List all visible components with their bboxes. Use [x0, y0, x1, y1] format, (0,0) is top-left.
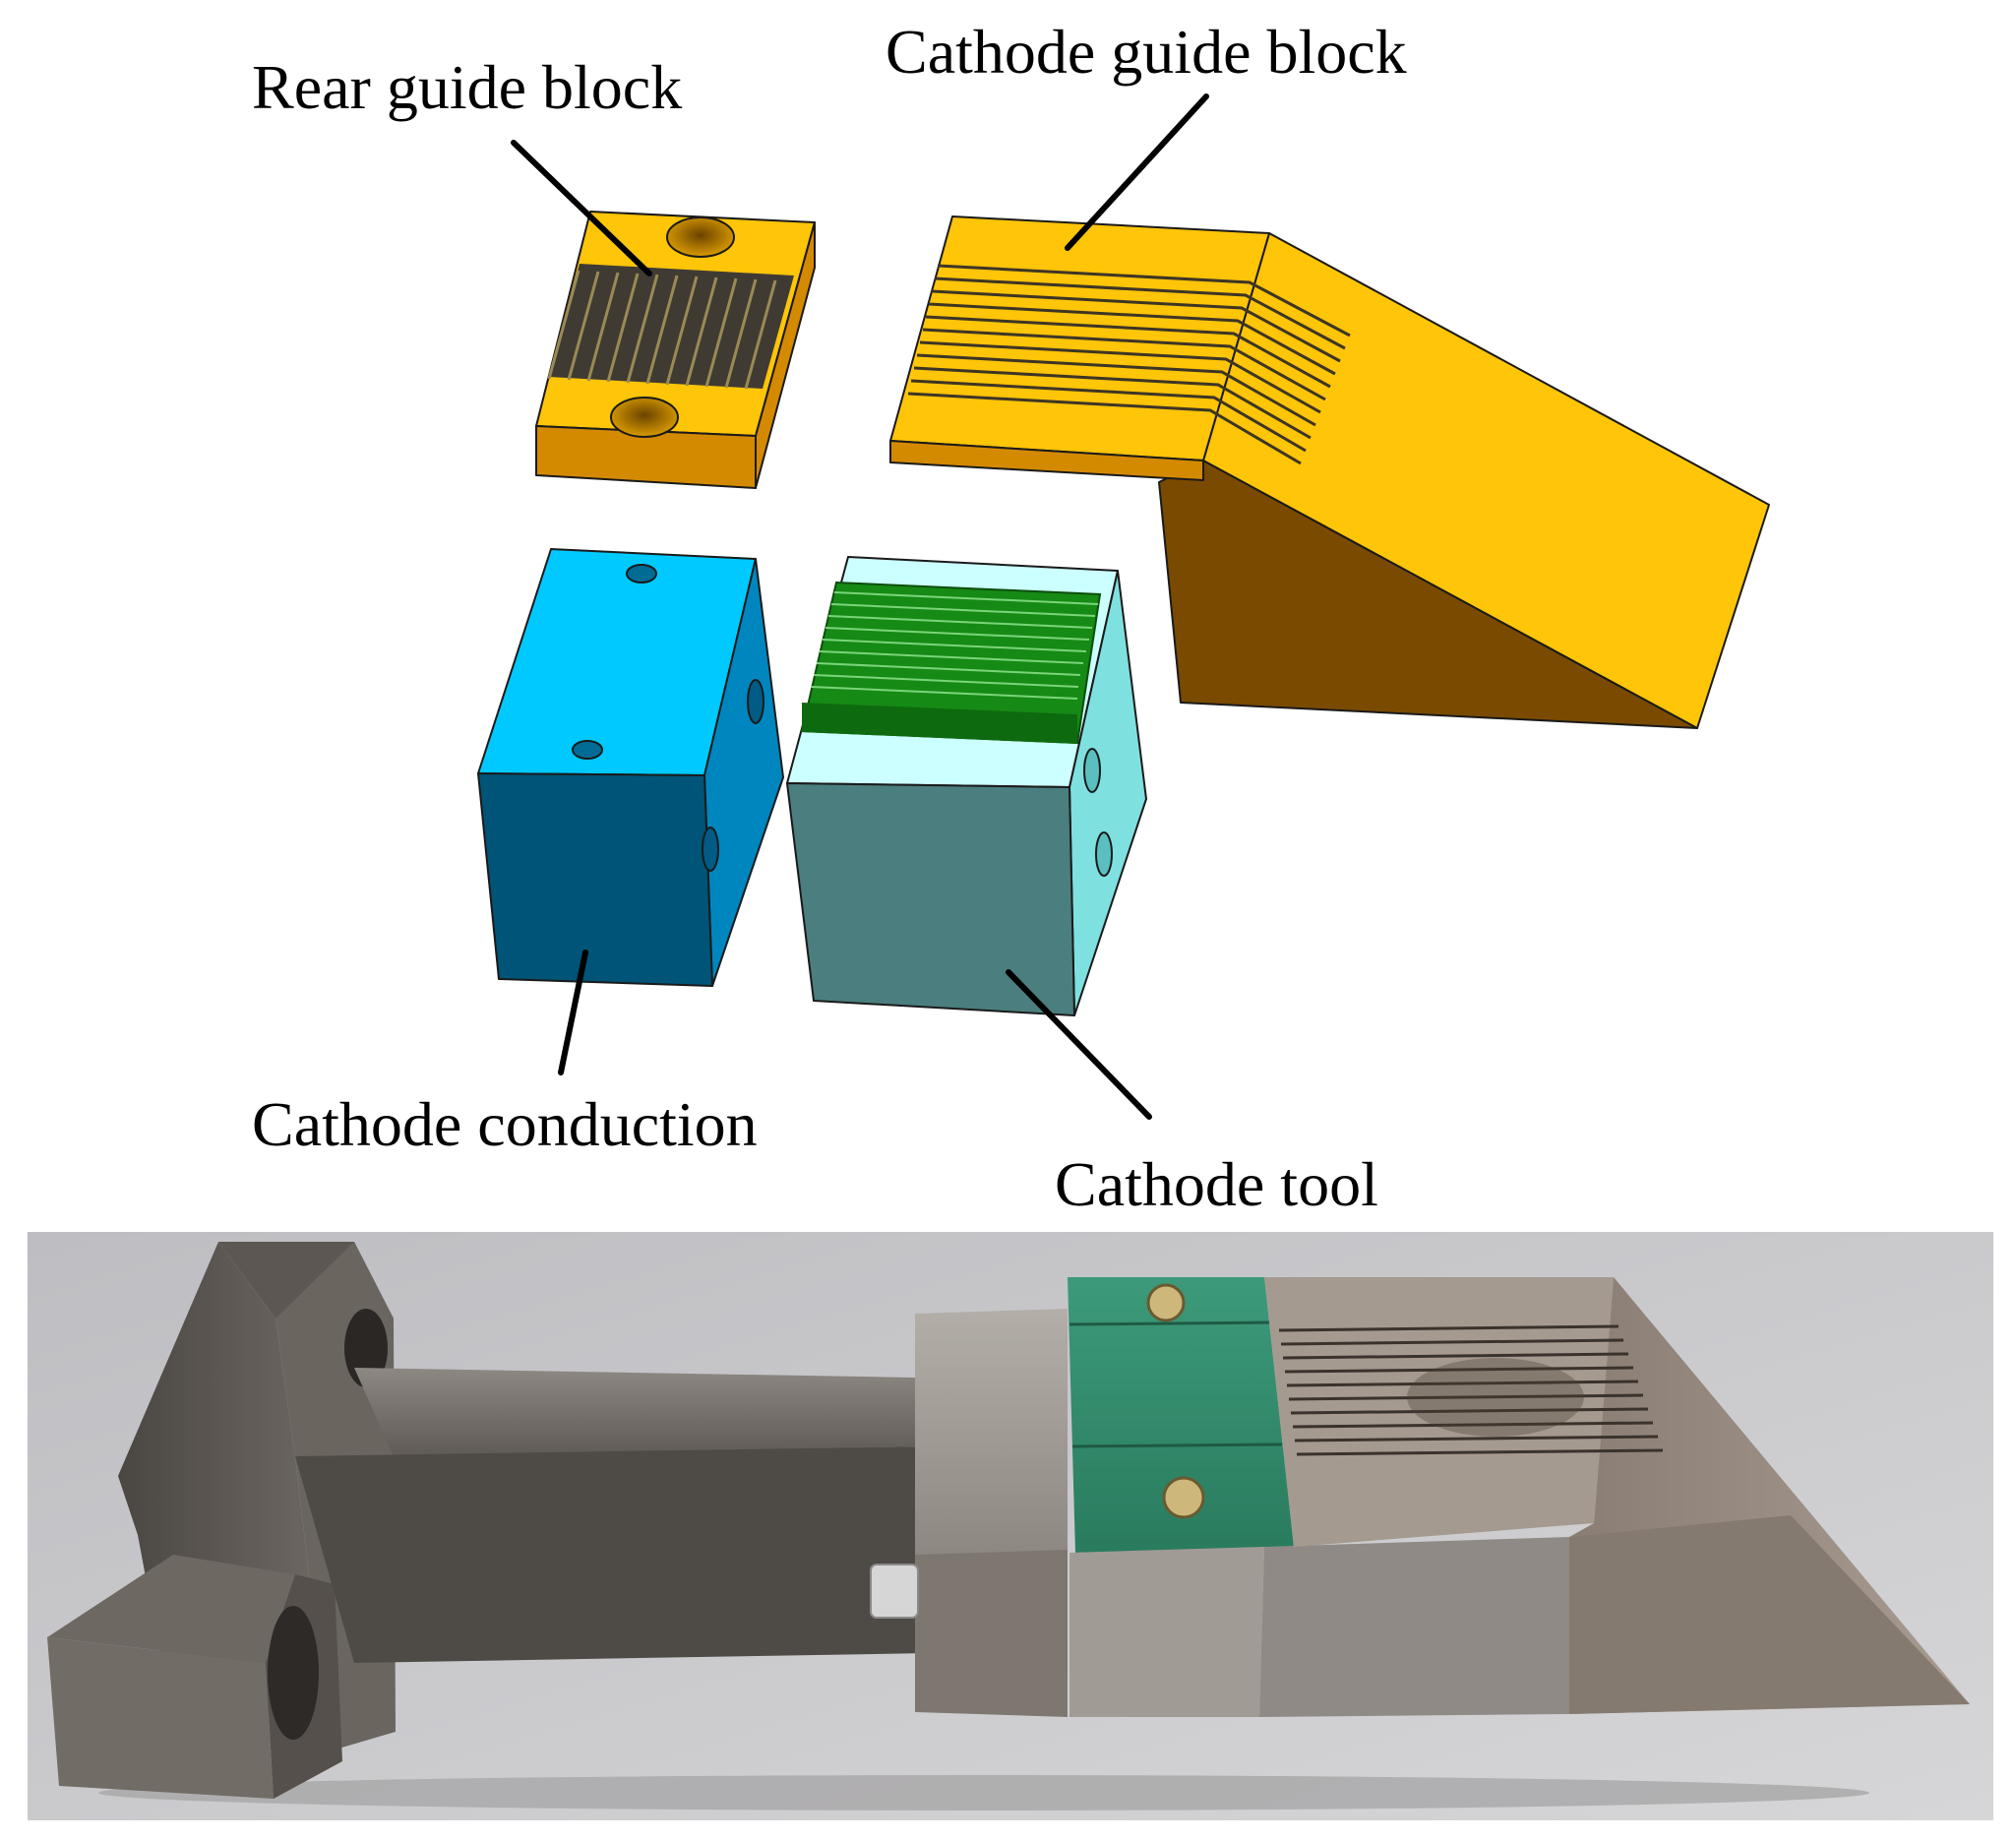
photo-tool-block [1069, 1547, 1264, 1717]
photo-shadow [98, 1775, 1869, 1810]
cathode-conduction-front-face [477, 772, 713, 987]
leader-cathode-conduction [558, 950, 588, 1075]
leader-rear-guide-block [511, 140, 652, 276]
photo-burn-mark [1407, 1358, 1584, 1437]
photo-green-block-seam-1 [1069, 1320, 1272, 1326]
cathode-conduction-block [477, 548, 784, 987]
photo-screw-upper [1146, 1283, 1186, 1322]
fixture-foot-top [47, 1555, 295, 1663]
fixture-plate-slot-upper [344, 1309, 388, 1387]
photo-green-guide-block [1068, 1277, 1294, 1553]
cathode-guide-block-slab-front [889, 440, 1204, 481]
cathode-tool-block [786, 556, 1147, 1016]
photo-guide-block-shadow-face [1569, 1515, 1970, 1714]
photo-conduction-top [915, 1309, 1068, 1560]
rear-guide-block [535, 211, 816, 489]
rear-guide-block-screw-hole-top [666, 216, 735, 258]
photo-green-block-seam-2 [1071, 1442, 1283, 1448]
cathode-guide-block-grooves [907, 264, 1351, 465]
photo-guide-block-grooves [1278, 1324, 1664, 1456]
fixture-foot-slot [268, 1606, 319, 1740]
fixture-foot-front [47, 1637, 274, 1799]
fixture-arm-inner-face [295, 1446, 930, 1663]
cathode-tool-side-hole-upper [1083, 748, 1101, 793]
cathode-conduction-hole-bottom [572, 740, 603, 760]
cathode-tool-fins [800, 581, 1102, 745]
cathode-guide-block [889, 215, 1770, 729]
label-cathode-conduction: Cathode conduction [252, 1089, 758, 1159]
photo-conduction-front [915, 1550, 1068, 1717]
cathode-tool-side-hole-lower [1095, 831, 1113, 877]
assembly-photo [28, 1232, 1993, 1820]
fixture-arm-top [354, 1368, 930, 1456]
leader-cathode-guide-block [1065, 93, 1209, 251]
label-rear-guide-block: Rear guide block [252, 52, 682, 122]
cathode-conduction-side-hole-lower [702, 827, 719, 872]
cathode-tool-front-face [786, 782, 1075, 1016]
rear-guide-block-screw-hole-bottom [610, 397, 679, 438]
label-cathode-guide-block: Cathode guide block [886, 17, 1407, 87]
cathode-conduction-hole-top [626, 564, 657, 583]
photo-pin [870, 1564, 919, 1619]
rear-guide-block-front-face [535, 425, 757, 489]
leader-cathode-tool [1006, 969, 1152, 1120]
cathode-conduction-side-hole-upper [747, 679, 764, 724]
photo-screw-lower [1162, 1476, 1205, 1519]
photo-tool-front-right [1259, 1537, 1569, 1717]
rear-guide-block-slots [547, 264, 794, 390]
label-cathode-tool: Cathode tool [1055, 1149, 1378, 1219]
leader-lines [511, 93, 1209, 1120]
